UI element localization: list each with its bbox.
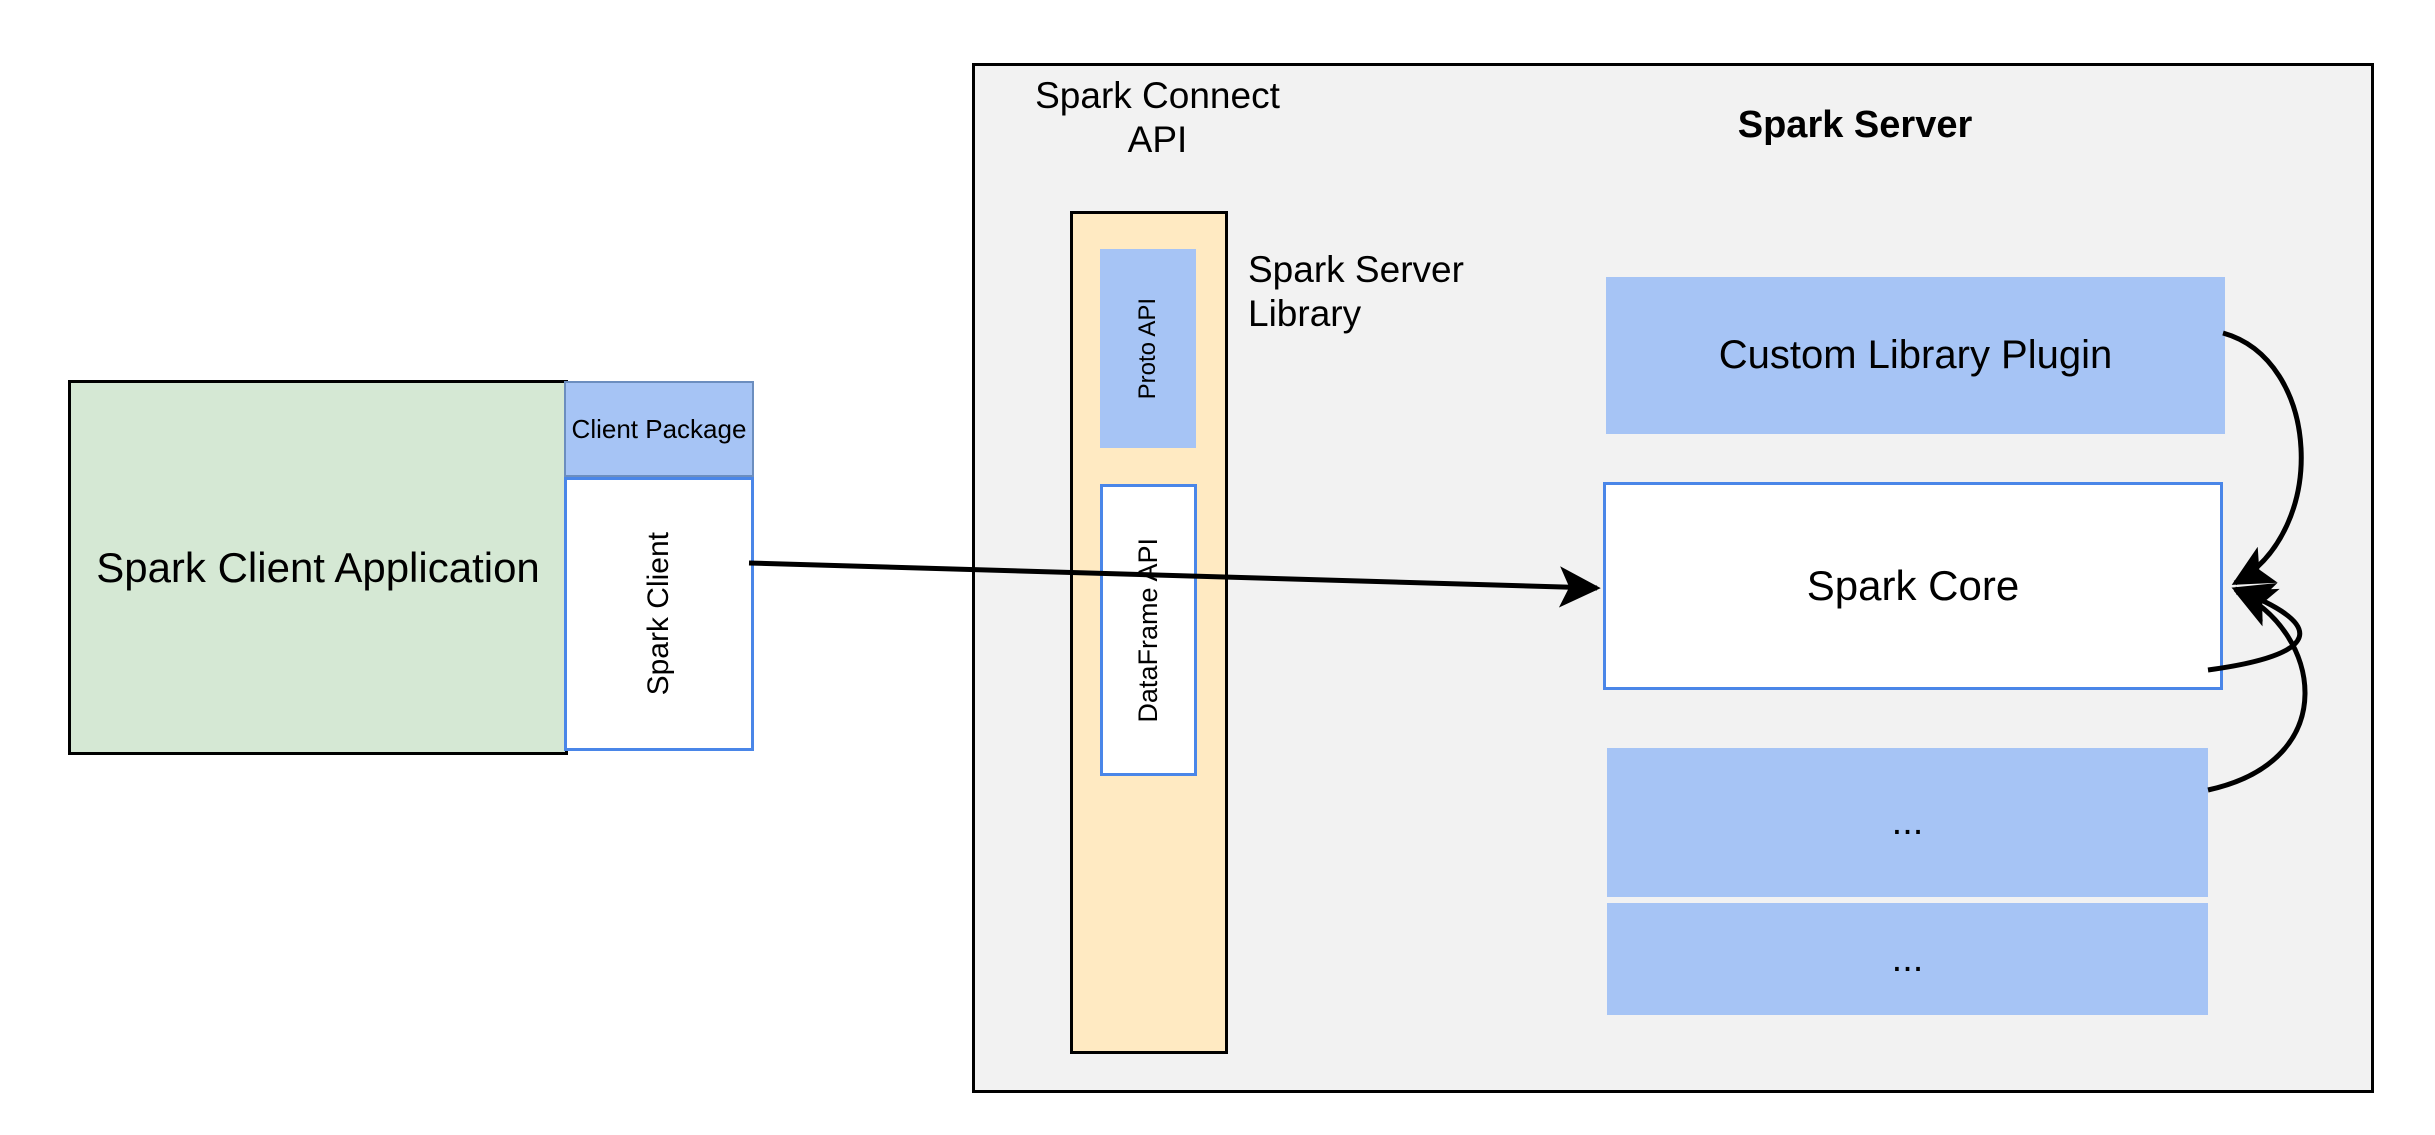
spark-client-application-box[interactable]: Spark Client Application <box>68 380 568 755</box>
ellipsis-box-upper[interactable]: ... <box>1607 748 2208 897</box>
dataframe-api-label: DataFrame API <box>1132 537 1163 723</box>
proto-api-label: Proto API <box>1133 297 1161 400</box>
custom-library-plugin-box[interactable]: Custom Library Plugin <box>1606 277 2225 434</box>
ellipsis-box-lower[interactable]: ... <box>1607 903 2208 1015</box>
spark-client-box[interactable]: Spark Client <box>564 477 754 751</box>
client-package-box[interactable]: Client Package <box>564 381 754 477</box>
spark-server-title: Spark Server <box>1737 104 1973 146</box>
spark-connect-api-label: Spark Connect API <box>1035 75 1280 161</box>
spark-client-label: Spark Client <box>642 532 676 696</box>
proto-api-box[interactable]: Proto API <box>1100 249 1196 448</box>
spark-server-library-label: Spark Server Library <box>1248 249 1464 335</box>
dataframe-api-box[interactable]: DataFrame API <box>1100 484 1197 776</box>
spark-core-box[interactable]: Spark Core <box>1603 482 2223 690</box>
